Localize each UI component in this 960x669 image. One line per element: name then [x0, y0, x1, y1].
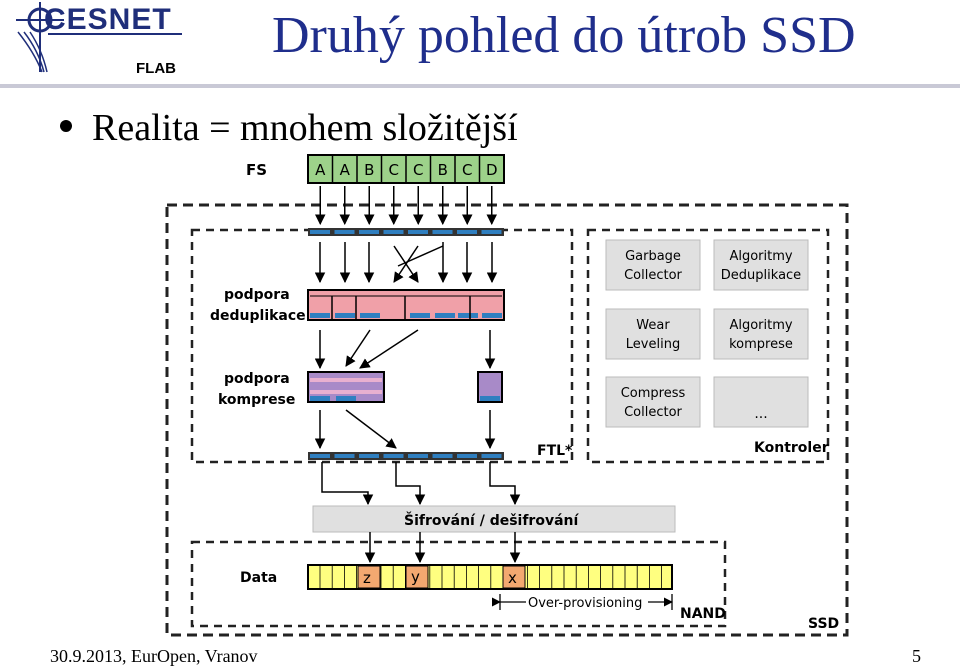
svg-text:Garbage: Garbage: [625, 249, 681, 264]
stripe-bar-2: [308, 452, 504, 460]
svg-text:Algoritmy: Algoritmy: [729, 249, 792, 264]
logo-sub: FLAB: [136, 60, 176, 77]
nand-cell-y-label: y: [411, 568, 420, 586]
bullet-text: Realita = mnohem složitější: [92, 107, 518, 149]
controller-boundary: [586, 228, 830, 464]
svg-text:Collector: Collector: [624, 405, 682, 420]
dedup-segments: [310, 295, 502, 320]
controller-box-dedup-algo: Algoritmy Deduplikace: [713, 239, 809, 291]
controller-box-garbage: Garbage Collector: [605, 239, 701, 291]
svg-text:...: ...: [754, 406, 767, 422]
dedup-label-1: podpora: [224, 287, 290, 303]
nand-boundary: [190, 540, 727, 628]
controller-box-more: ...: [713, 376, 809, 428]
fs-block-1: A: [340, 161, 351, 179]
fs-label: FS: [246, 161, 267, 179]
ssd-boundary: [165, 203, 849, 637]
dedup-label-2: deduplikace: [210, 308, 306, 324]
compress-label-1: podpora: [224, 371, 290, 387]
encrypt-label: Šifrování / dešifrování: [404, 511, 579, 529]
nand-cell-x: [502, 565, 526, 589]
cesnet-logo-icon: [16, 2, 182, 73]
compress-label-2: komprese: [218, 392, 295, 408]
controller-label: Kontroler: [754, 440, 829, 456]
svg-text:Algoritmy: Algoritmy: [729, 318, 792, 333]
footer-text: 30.9.2013, EurOpen, Vranov: [50, 646, 258, 666]
controller-box-compress-algo: Algoritmy komprese: [713, 308, 809, 360]
controller-box-wear: Wear Leveling: [605, 308, 701, 360]
controller-box-compress-collector: Compress Collector: [605, 376, 701, 428]
stripe-bar-1: [308, 228, 504, 236]
overprov-label: Over-provisioning: [528, 596, 642, 611]
nand-cell-z-label: z: [363, 569, 371, 587]
bullet-icon: [60, 120, 72, 132]
page-number: 5: [912, 646, 921, 666]
fs-block-2: B: [364, 161, 374, 179]
fs-block-6: C: [462, 161, 472, 179]
nand-cell-z: [357, 565, 381, 589]
header-divider: [0, 84, 960, 88]
data-label: Data: [240, 570, 277, 586]
fs-arrows: [315, 186, 497, 226]
svg-text:Leveling: Leveling: [626, 337, 680, 352]
logo-name: CESNET: [44, 3, 172, 36]
fs-block-5: B: [438, 161, 448, 179]
logo: [14, 2, 194, 78]
ftl-label: FTL*: [537, 443, 573, 459]
nand-cell-y: [405, 565, 429, 589]
svg-text:Wear: Wear: [636, 318, 670, 333]
fs-block-0: A: [315, 161, 326, 179]
svg-text:Compress: Compress: [621, 386, 686, 401]
fs-block-3: C: [389, 161, 399, 179]
nand-label: NAND: [680, 606, 726, 622]
slide-title: Druhý pohled do útrob SSD: [272, 7, 856, 64]
ftl-boundary: [190, 228, 574, 464]
svg-text:komprese: komprese: [729, 337, 793, 352]
fs-block-4: C: [413, 161, 423, 179]
fs-block-7: D: [486, 161, 498, 179]
ssd-label: SSD: [808, 616, 839, 632]
encrypt-bar: [312, 505, 676, 533]
nand-cell-x-label: x: [508, 569, 517, 587]
svg-text:Deduplikace: Deduplikace: [721, 268, 801, 283]
svg-text:Collector: Collector: [624, 268, 682, 283]
dedup-arrows: [314, 242, 498, 284]
